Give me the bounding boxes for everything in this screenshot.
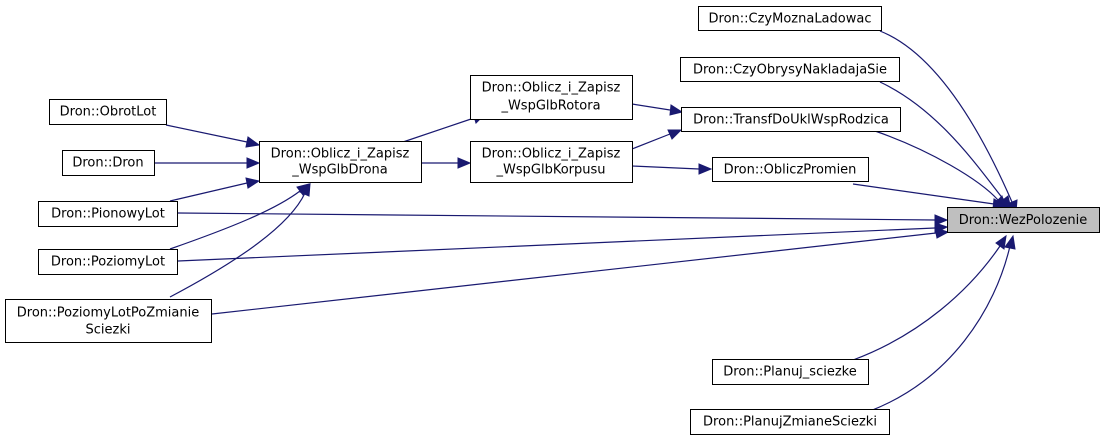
- node-czyobrysynakladajasie[interactable]: Dron::CzyObrysyNakladajaSie: [680, 57, 900, 82]
- node-oblicz-zapisz-wspglbdrona[interactable]: Dron::Oblicz_i_Zapisz _WspGlbDrona: [259, 141, 422, 183]
- edge-poziomylot-to-wezpolozenie: [177, 222, 949, 262]
- node-poziomylot[interactable]: Dron::PoziomyLot: [38, 249, 178, 275]
- edge-korpusu-to-transf: [631, 129, 683, 150]
- svg-text:_WspGlbRotora: _WspGlbRotora: [500, 99, 600, 114]
- edge-pionowylot-to-wezpolozenie: [177, 212, 949, 226]
- svg-text:Dron::Planuj_sciezke: Dron::Planuj_sciezke: [723, 365, 856, 380]
- edge-planujzmiane-to-wezpolozenie: [869, 234, 1016, 412]
- node-obrotlot[interactable]: Dron::ObrotLot: [49, 99, 167, 125]
- svg-text:Dron::Dron: Dron::Dron: [72, 156, 143, 171]
- svg-text:Dron::ObrotLot: Dron::ObrotLot: [60, 105, 157, 120]
- svg-text:Dron::WezPolozenie: Dron::WezPolozenie: [959, 213, 1088, 228]
- svg-text:Dron::TransfDoUklWspRodzica: Dron::TransfDoUklWspRodzica: [693, 113, 889, 128]
- edge-dron-to-drona: [155, 157, 261, 169]
- edge-korpusu-to-obliczpromien: [631, 163, 713, 175]
- edge-planujsciezke-to-wezpolozenie: [852, 234, 1007, 361]
- node-dron[interactable]: Dron::Dron: [62, 150, 155, 176]
- node-planujzmianesciezki[interactable]: Dron::PlanujZmianeSciezki: [690, 409, 890, 435]
- svg-text:Dron::Oblicz_i_Zapisz: Dron::Oblicz_i_Zapisz: [482, 81, 621, 96]
- node-czymoznaladowac[interactable]: Dron::CzyMoznaLadowac: [698, 6, 882, 31]
- node-planujsciezke[interactable]: Dron::Planuj_sciezke: [712, 359, 869, 385]
- edge-obrotlot-to-drona: [165, 124, 261, 148]
- svg-text:Dron::ObliczPromien: Dron::ObliczPromien: [724, 163, 857, 178]
- node-poziomylotpozmianiesciezki[interactable]: Dron::PoziomyLotPoZmianie Sciezki: [5, 299, 212, 343]
- svg-text:_WspGlbDrona: _WspGlbDrona: [291, 163, 388, 178]
- node-wezpolozenie[interactable]: Dron::WezPolozenie: [947, 207, 1100, 233]
- node-transfdouklwsprodzica[interactable]: Dron::TransfDoUklWspRodzica: [681, 107, 901, 132]
- svg-text:Dron::Oblicz_i_Zapisz: Dron::Oblicz_i_Zapisz: [271, 147, 410, 162]
- edge-rotora-to-transf: [631, 103, 684, 116]
- node-pionowylot[interactable]: Dron::PionowyLot: [38, 201, 178, 227]
- svg-text:Dron::PionowyLot: Dron::PionowyLot: [51, 207, 165, 222]
- edge-poziomylotzm-to-wezpolozenie: [211, 227, 950, 315]
- node-obliczpromien[interactable]: Dron::ObliczPromien: [712, 157, 869, 182]
- svg-text:Sciezki: Sciezki: [86, 323, 131, 338]
- node-oblicz-zapisz-wspglbrotora[interactable]: Dron::Oblicz_i_Zapisz _WspGlbRotora: [470, 75, 633, 120]
- svg-text:Dron::PoziomyLot: Dron::PoziomyLot: [51, 255, 165, 270]
- edge-pionowylot-to-drona: [169, 177, 261, 202]
- edge-czyobrysy-to-wezpolozenie: [879, 81, 1012, 210]
- edge-obliczpromien-to-wezpolozenie: [852, 183, 1008, 210]
- edge-poziomylotzm-to-drona: [169, 182, 311, 298]
- svg-text:Dron::PlanujZmianeSciezki: Dron::PlanujZmianeSciezki: [703, 415, 877, 430]
- node-oblicz-zapisz-wspglbkorpusu[interactable]: Dron::Oblicz_i_Zapisz _WspGlbKorpusu: [470, 141, 633, 183]
- svg-text:Dron::CzyMoznaLadowac: Dron::CzyMoznaLadowac: [709, 12, 872, 27]
- svg-text:_WspGlbKorpusu: _WspGlbKorpusu: [496, 163, 606, 178]
- edge-drona-to-korpusu: [422, 157, 472, 169]
- svg-text:Dron::PoziomyLotPoZmianie: Dron::PoziomyLotPoZmianie: [17, 306, 200, 321]
- svg-text:Dron::CzyObrysyNakladajaSie: Dron::CzyObrysyNakladajaSie: [693, 63, 887, 78]
- svg-text:Dron::Oblicz_i_Zapisz: Dron::Oblicz_i_Zapisz: [482, 147, 621, 162]
